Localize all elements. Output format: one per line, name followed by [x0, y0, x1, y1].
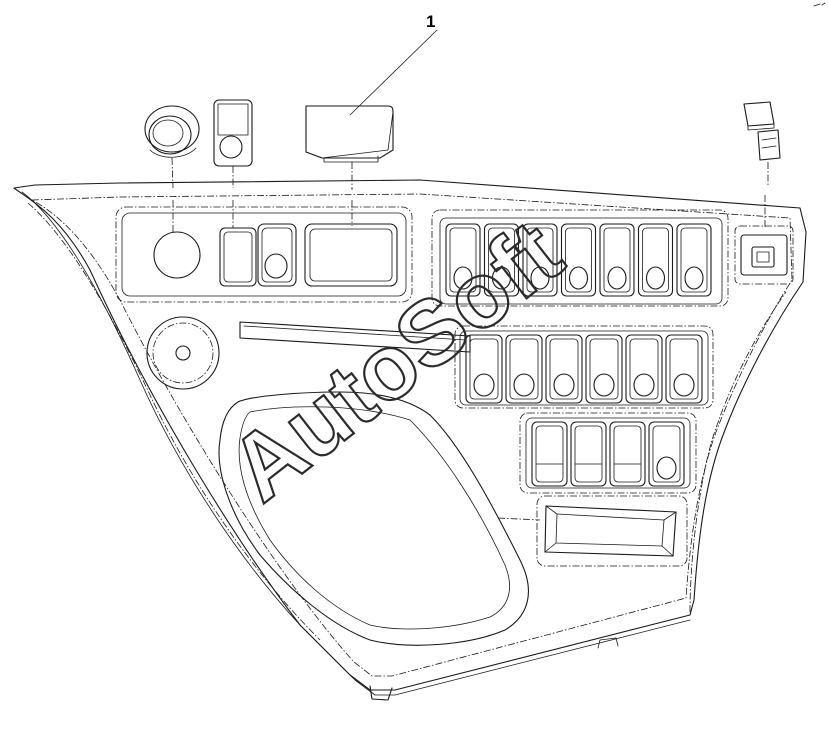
rocker-switch [545, 334, 583, 404]
watermark: AutoSoft [210, 200, 581, 522]
rocker-switch [483, 223, 520, 297]
storage-tray [536, 495, 688, 567]
rocker-switch [585, 334, 623, 404]
indicator-window [734, 225, 794, 285]
rocker-switch [665, 334, 703, 404]
rocker-switch [637, 223, 674, 297]
corner-mark [813, 2, 826, 7]
rocker-switch [599, 223, 635, 297]
callout-1: 1 [349, 12, 438, 116]
rocker-switch [676, 223, 712, 297]
callout-leader-line [349, 29, 438, 116]
upper-left-recess [115, 206, 413, 303]
rocker-switch [648, 421, 685, 487]
rocker-switch [505, 334, 543, 404]
watermark-text: AutoSoft [212, 201, 581, 520]
exploded-knob [144, 105, 200, 189]
rocker-switch [609, 421, 646, 487]
rocker-switch [625, 334, 663, 404]
rocker-switch [560, 223, 597, 297]
switch-bank-row-2 [454, 325, 714, 409]
center-cutout [218, 391, 529, 646]
rotary-knob [146, 316, 220, 390]
exploded-module-part-1 [305, 105, 394, 190]
rocker-switch [522, 223, 558, 297]
dashboard-panel [13, 179, 807, 701]
rocker-switch [531, 421, 568, 487]
switch-bank-row-1 [431, 209, 729, 307]
rocker-switches [445, 223, 712, 487]
rocker-switch [570, 421, 607, 487]
exploded-rocker [213, 99, 253, 188]
exploded-toggle-switch [743, 101, 781, 228]
callout-number: 1 [426, 12, 435, 31]
rocker-switch [445, 223, 481, 297]
switch-bank-row-3 [519, 412, 697, 494]
rocker-switch [465, 334, 503, 404]
